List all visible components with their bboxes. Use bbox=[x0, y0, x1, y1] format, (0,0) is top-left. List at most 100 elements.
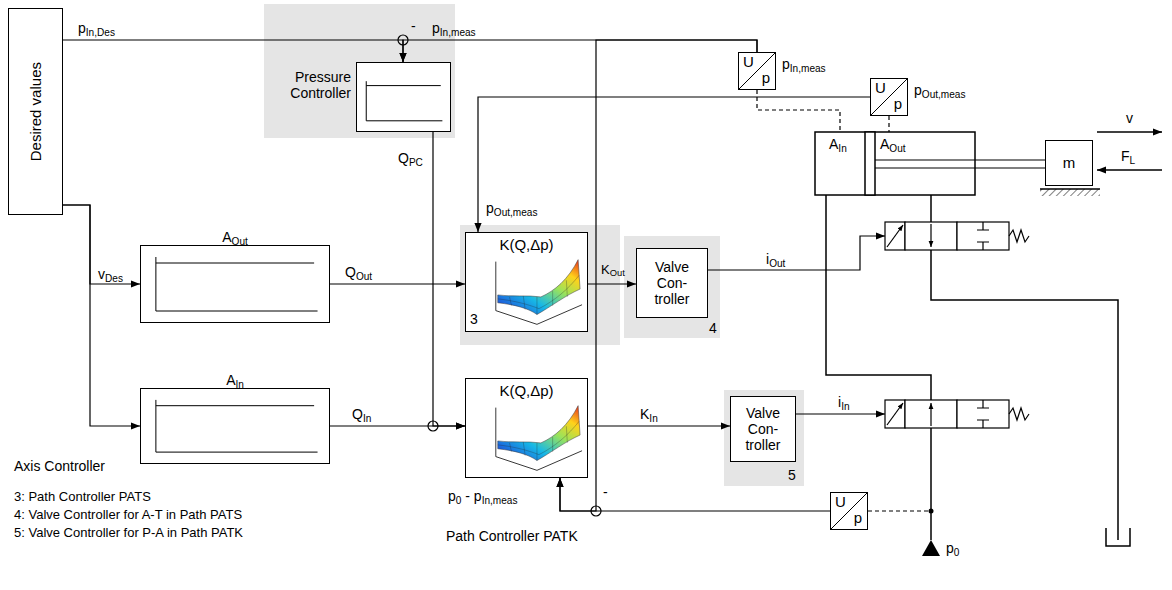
box-label: AIn bbox=[141, 372, 329, 388]
sensor-pressure-label: p bbox=[854, 509, 862, 526]
ground-hatch bbox=[1040, 189, 1100, 196]
footnote: 5: Valve Controller for P-A in Path PATK bbox=[14, 526, 243, 541]
characteristic-plot bbox=[149, 254, 321, 314]
signal-connector bbox=[63, 40, 403, 62]
callout-number: 4 bbox=[709, 320, 717, 336]
box-label: m bbox=[1063, 154, 1076, 171]
sensor-diagonal bbox=[831, 493, 867, 529]
signal-name: iIn bbox=[838, 394, 850, 410]
hydraulic-line bbox=[826, 195, 1118, 540]
signal-name: vDes bbox=[98, 266, 123, 282]
callout-number: 3 bbox=[470, 311, 478, 327]
motion-arrow bbox=[1097, 169, 1162, 171]
valve-symbol bbox=[930, 403, 931, 426]
signal-connector bbox=[588, 283, 636, 284]
valve-map-plot bbox=[486, 255, 584, 329]
region-shape bbox=[0, 0, 455, 480]
signal-name: pOut,meas bbox=[486, 200, 538, 216]
box-label: Valve Con- troller bbox=[644, 259, 700, 307]
current-signal bbox=[708, 236, 885, 414]
plot-symbol bbox=[366, 81, 442, 121]
box-label: K(Q,Δp) bbox=[466, 236, 587, 253]
sensor-tap bbox=[888, 116, 889, 132]
signal-connector bbox=[330, 283, 465, 284]
plot-symbol bbox=[496, 260, 582, 325]
tank-symbol bbox=[1106, 528, 1130, 546]
valve-controller-box: Valve Con- troller bbox=[730, 396, 796, 462]
box-label: Pressure Controller bbox=[269, 69, 351, 101]
valve-map-plot bbox=[486, 401, 584, 475]
tank-symbol bbox=[1106, 528, 1130, 546]
signal-name: pOut,meas bbox=[914, 82, 966, 98]
signal-connector bbox=[330, 425, 465, 426]
sensor-voltage-label: U bbox=[835, 493, 846, 510]
current-signal bbox=[796, 413, 885, 414]
cylinder bbox=[815, 132, 1045, 195]
valve-controller-box: Valve Con- troller bbox=[636, 248, 708, 318]
sensor-pressure-label: p bbox=[762, 69, 770, 86]
region-label: Axis Controller bbox=[14, 458, 105, 474]
valve-symbol bbox=[977, 222, 989, 250]
pressure-sensor: Up bbox=[738, 52, 776, 90]
mass-box: m bbox=[1045, 140, 1093, 186]
valve-symbol bbox=[1009, 408, 1029, 420]
sign-label: - bbox=[411, 18, 416, 34]
signal-connector bbox=[560, 40, 757, 511]
signal-connector bbox=[403, 40, 757, 62]
controller-region bbox=[264, 4, 804, 486]
signal-connector bbox=[63, 205, 140, 426]
characteristic-plot bbox=[363, 79, 444, 123]
signal-name: pIn,meas bbox=[432, 20, 476, 36]
box-label: AOut bbox=[141, 229, 329, 245]
controller-region: Path Controller PATKK(Q,Δp) bbox=[440, 372, 620, 550]
signal-name: iOut bbox=[766, 251, 785, 267]
signal-name: QPC bbox=[398, 150, 423, 166]
valve-map-box: K(Q,Δp) bbox=[465, 378, 588, 478]
controller-region bbox=[624, 236, 720, 338]
sensor-diagonal bbox=[871, 79, 907, 115]
hydraulic-line bbox=[930, 195, 932, 222]
signal-name: KOut bbox=[601, 263, 625, 278]
gain-box: AOut bbox=[140, 245, 330, 323]
valve-map-box: K(Q,Δp) bbox=[465, 232, 588, 332]
valve-symbol bbox=[885, 222, 905, 250]
signal-connector bbox=[478, 97, 870, 232]
valve-symbol bbox=[1009, 230, 1029, 242]
sensor-voltage-label: U bbox=[743, 53, 754, 70]
box-label: Desired values bbox=[27, 62, 44, 161]
signal-name: AOut bbox=[880, 136, 906, 152]
signal-name: QOut bbox=[345, 264, 372, 280]
characteristic-plot bbox=[149, 397, 321, 455]
ground-hatch bbox=[1040, 188, 1100, 190]
valve-symbol bbox=[905, 222, 957, 250]
signal-name: p0 - pIn,meas bbox=[448, 488, 518, 504]
signal-name: KIn bbox=[640, 406, 658, 422]
plot-symbol bbox=[496, 406, 582, 471]
current-signal bbox=[708, 236, 885, 270]
gain-box: AIn bbox=[140, 388, 330, 464]
sensor-tap bbox=[757, 90, 840, 132]
box-label: Valve Con- troller bbox=[735, 405, 791, 453]
region-shape bbox=[440, 372, 620, 550]
valve-symbol bbox=[887, 225, 903, 247]
sensor-tap bbox=[868, 510, 931, 511]
signal-name: v bbox=[1126, 110, 1133, 126]
signal-name: pIn,Des bbox=[78, 20, 115, 36]
pump-symbol bbox=[922, 540, 940, 556]
hydraulic-line bbox=[931, 250, 1118, 540]
controller-box: Pressure Controller bbox=[356, 62, 451, 132]
pump-symbol bbox=[922, 540, 940, 556]
sensor-diagonal bbox=[739, 53, 775, 89]
pressure-sensor: Up bbox=[830, 492, 868, 530]
cylinder bbox=[865, 132, 875, 195]
sensor-pressure-label: p bbox=[894, 95, 902, 112]
callout-number: 5 bbox=[788, 467, 796, 483]
signal-connector bbox=[433, 132, 465, 426]
valve-symbol bbox=[885, 222, 1029, 428]
valve-symbol bbox=[905, 400, 957, 428]
motion-arrow bbox=[1097, 132, 1162, 170]
signal-connector bbox=[63, 205, 140, 284]
cylinder bbox=[875, 160, 1045, 168]
